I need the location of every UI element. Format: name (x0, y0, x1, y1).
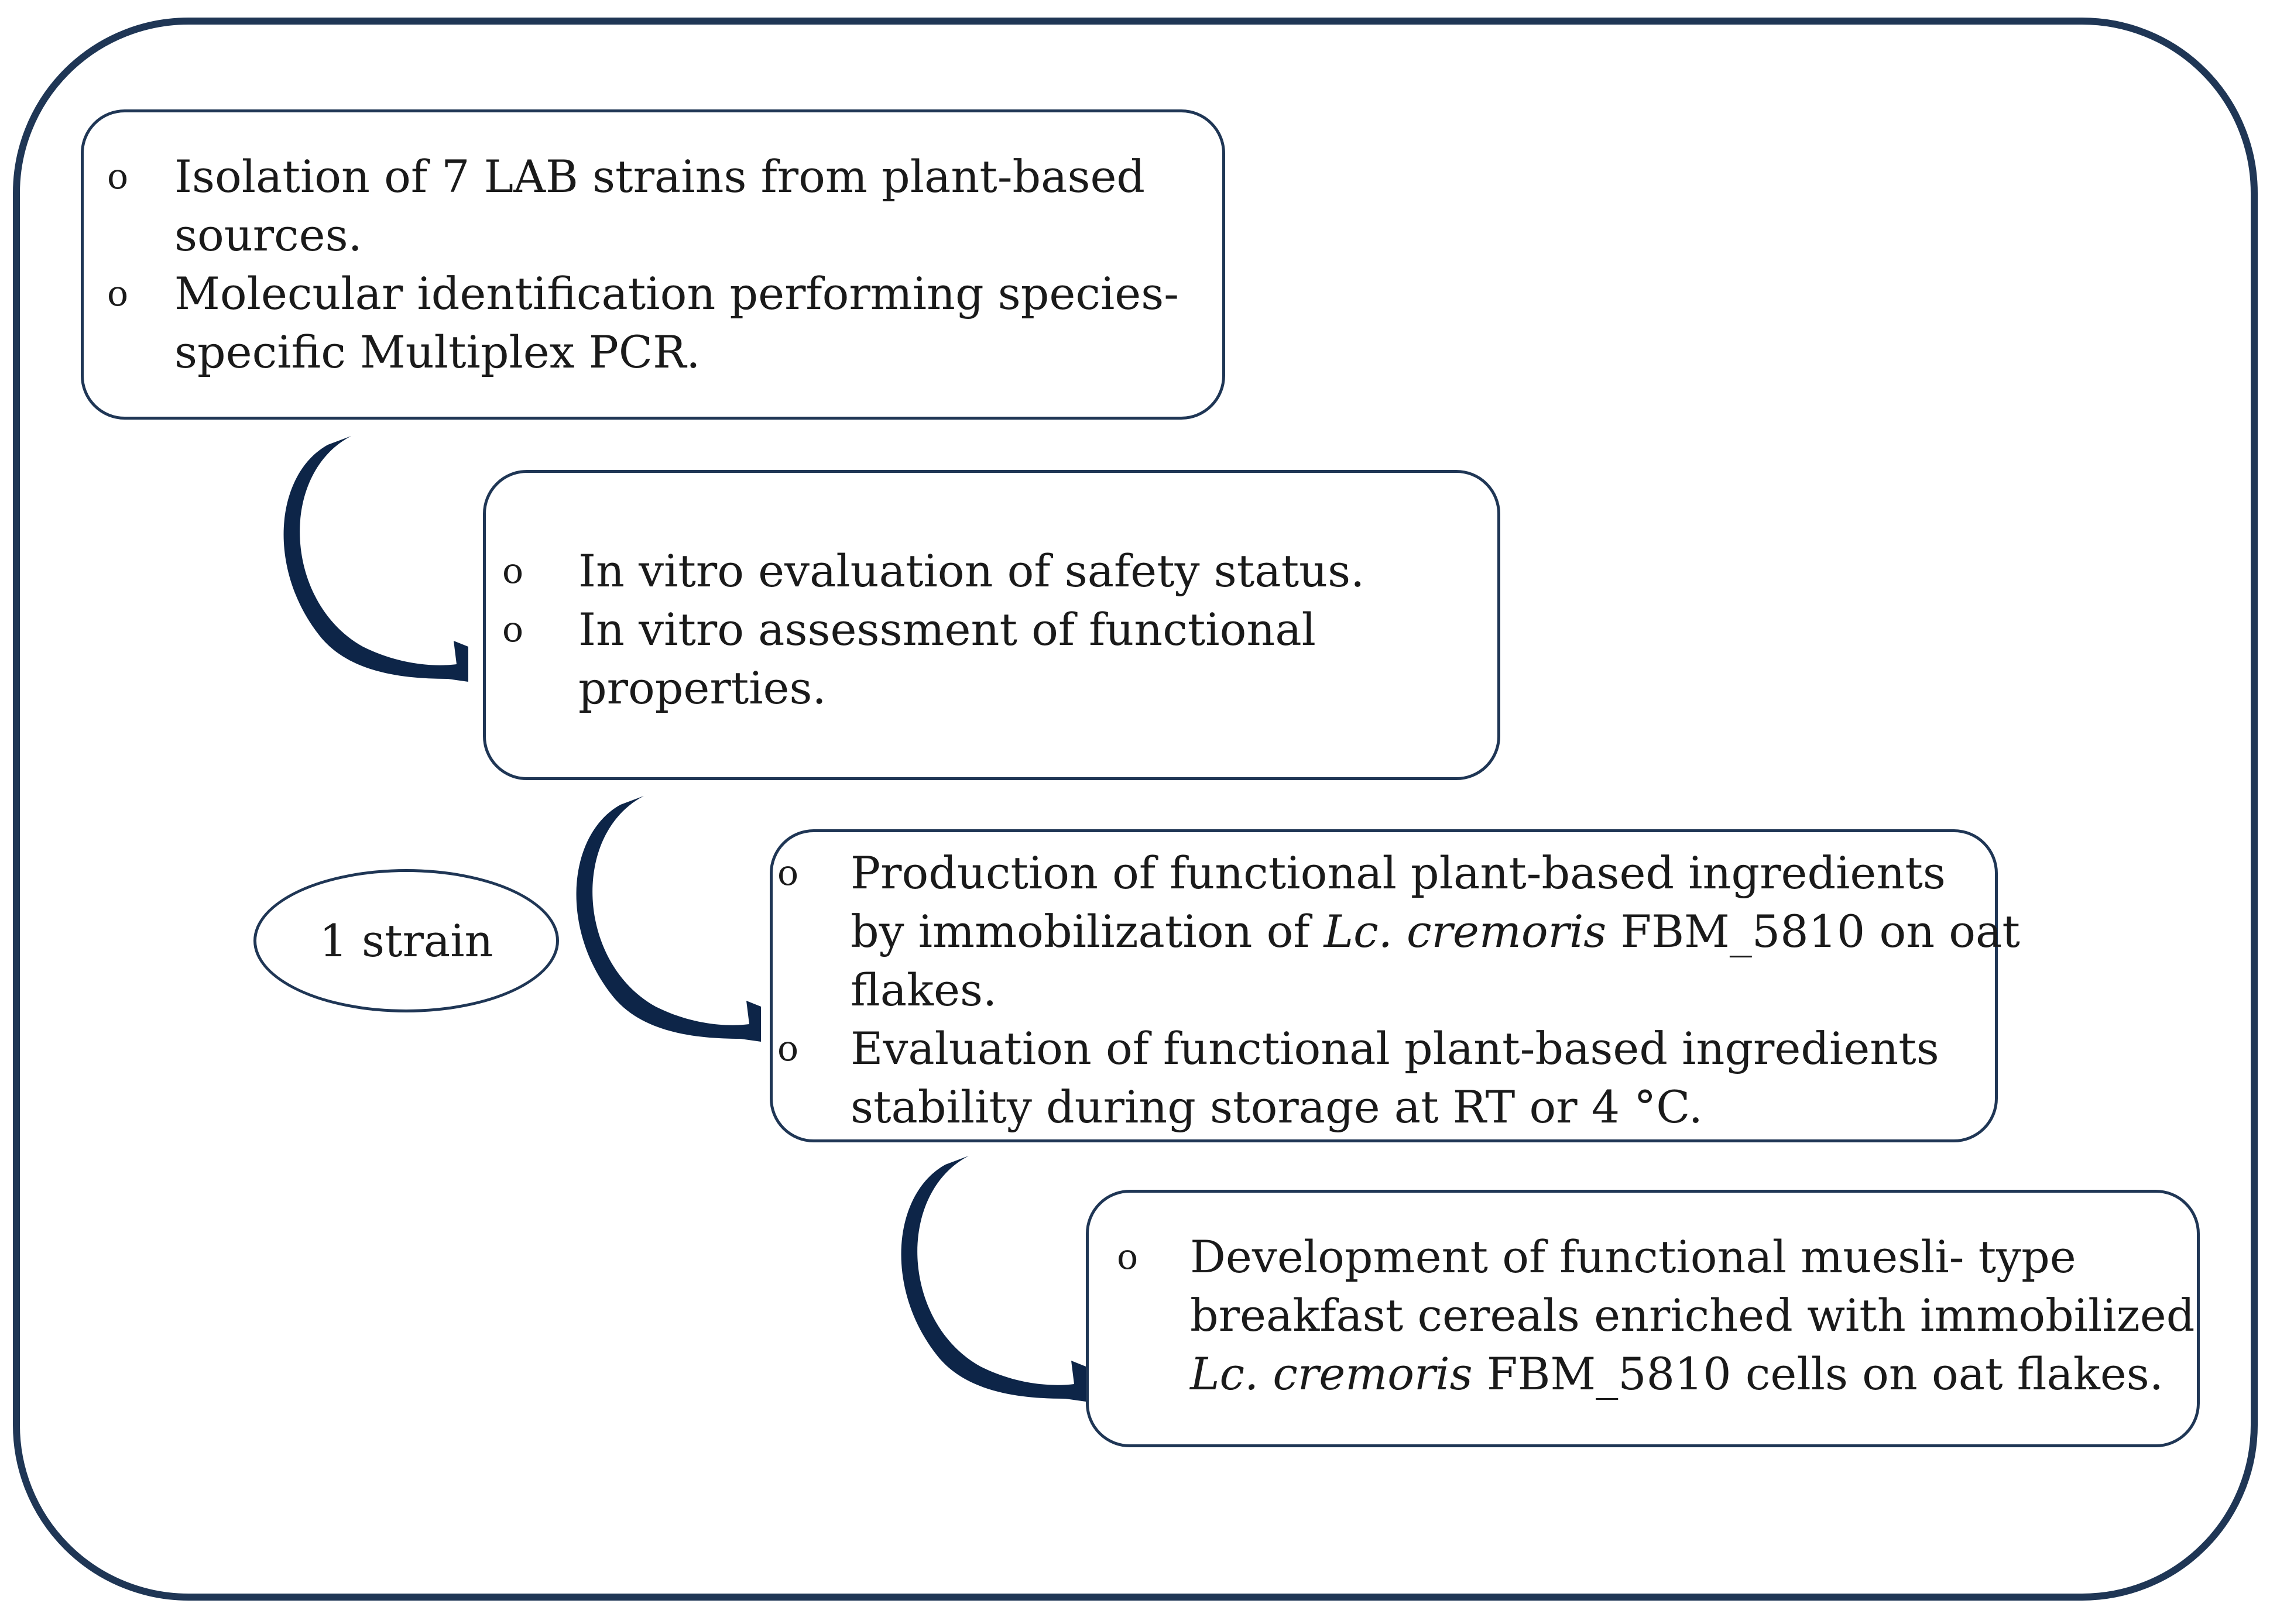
step-4-item-1: o Development of functional muesli- type… (1117, 1228, 2197, 1403)
species-name: Lc. cremoris (1190, 1348, 1473, 1400)
bullet-icon: o (107, 273, 129, 314)
species-name: Lc. cremoris (1323, 905, 1607, 957)
step-3-item-2: o Evaluation of functional plant-based i… (777, 1019, 1995, 1137)
outer-frame (13, 18, 2258, 1601)
bullet-icon: o (107, 156, 129, 197)
step-4-item-1-line-2: breakfast cereals enriched with immobili… (1190, 1289, 2195, 1341)
step-1-item-1-line-1: Isolation of 7 LAB strains from plant-ba… (174, 150, 1146, 202)
step-4-item-1-line-3: Lc. cremoris FBM_5810 cells on oat flake… (1190, 1345, 2197, 1403)
bullet-icon: o (502, 609, 524, 650)
step-3-item-1-line-3: flakes. (851, 964, 997, 1016)
bullet-icon: o (1117, 1237, 1139, 1278)
step-2-item-1-line-1: In vitro evaluation of safety status. (578, 545, 1365, 597)
bullet-icon: o (777, 1028, 799, 1069)
step-1-item-1: o Isolation of 7 LAB strains from plant-… (107, 147, 1222, 265)
step-1-box: o Isolation of 7 LAB strains from plant-… (81, 109, 1225, 420)
bullet-icon: o (502, 551, 524, 592)
step-1-item-1-line-2: sources. (174, 209, 362, 261)
step-2-item-1: o In vitro evaluation of safety status. (502, 542, 1497, 600)
step-2-box: o In vitro evaluation of safety status. … (483, 470, 1500, 780)
step-3-item-1-line-2: by immobilization of Lc. cremoris FBM_58… (851, 902, 2020, 961)
step-1-item-2-line-2: specific Multiplex PCR. (174, 326, 701, 378)
step-2-item-2: o In vitro assessment of functional prop… (502, 600, 1497, 717)
step-2-item-2-line-1: In vitro assessment of functional (578, 603, 1316, 655)
step-3-item-1-line-1: Production of functional plant-based ing… (851, 847, 1946, 899)
step-3-item-2-line-2: stability during storage at RT or 4 °C. (851, 1081, 1703, 1133)
step-2-item-2-line-2: properties. (578, 662, 827, 714)
bullet-icon: o (777, 853, 799, 894)
step-4-item-1-line-1: Development of functional muesli- type (1190, 1231, 2076, 1283)
step-1-item-2: o Molecular identification performing sp… (107, 265, 1222, 382)
step-3-box: o Production of functional plant-based i… (770, 829, 2020, 1142)
strain-count-ellipse: 1 strain (253, 869, 559, 1012)
strain-count-label: 1 strain (319, 915, 493, 967)
step-4-box: o Development of functional muesli- type… (1086, 1190, 2200, 1447)
step-4-item-1-line-3-post: FBM_5810 cells on oat flakes. (1472, 1348, 2163, 1400)
step-3-item-1: o Production of functional plant-based i… (777, 844, 2020, 1019)
step-3-item-1-line-2-post: FBM_5810 on oat (1606, 905, 2020, 957)
step-1-item-2-line-1: Molecular identification performing spec… (174, 267, 1179, 320)
step-3-item-2-line-1: Evaluation of functional plant-based ing… (851, 1022, 1939, 1074)
step-3-item-1-line-2-pre: by immobilization of (851, 905, 1324, 957)
